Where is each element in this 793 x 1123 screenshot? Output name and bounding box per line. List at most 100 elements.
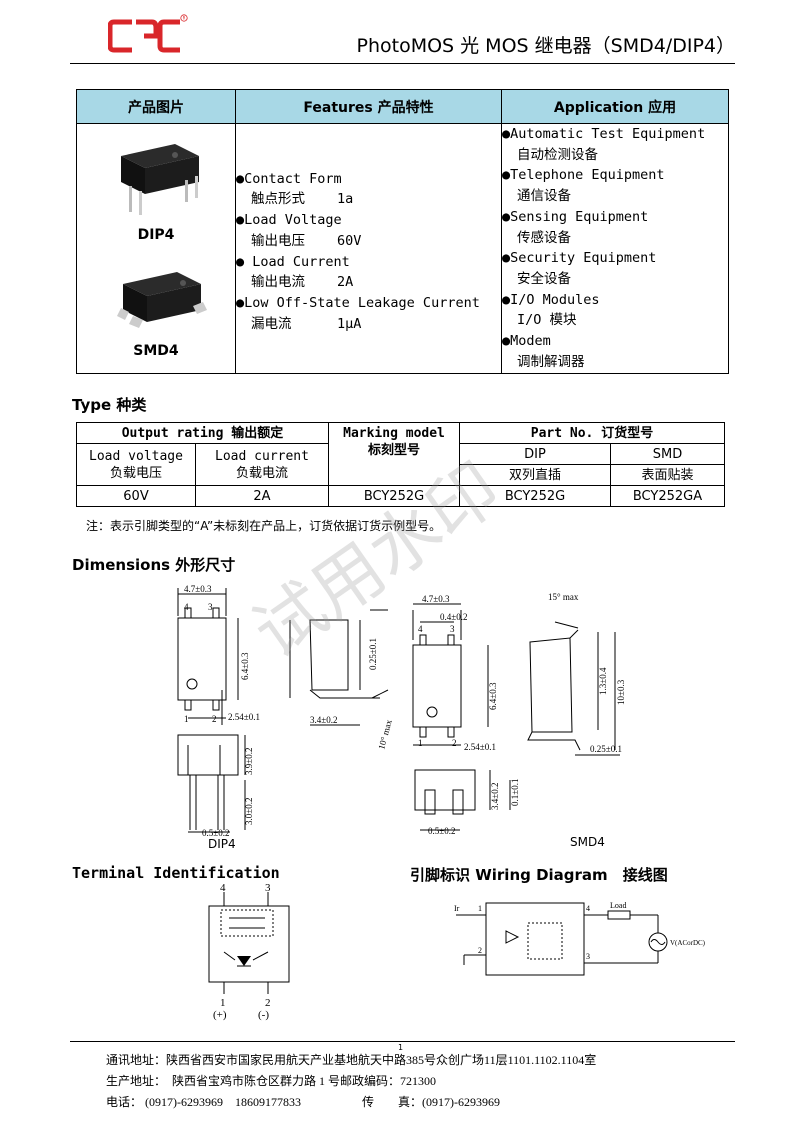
feature-title: ● Load Current	[236, 253, 350, 270]
application-cn: 调制解调器	[517, 353, 585, 370]
marking-model-cn: 标刻型号	[367, 443, 420, 458]
wiring-heading: 引脚标识 Wiring Diagram 接线图	[410, 866, 668, 884]
feature-value: 1a	[337, 191, 354, 208]
application-cn: 传感设备	[517, 229, 571, 246]
header-divider	[70, 63, 735, 64]
dip4-caption: DIP4	[137, 227, 175, 243]
feature-value: 1μA	[337, 315, 362, 332]
dim-smd-width: 4.7±0.3	[422, 594, 450, 604]
dim-dip-leadw: 0.5±0.2	[202, 828, 229, 838]
load-voltage-header: Load voltage 负载电压	[76, 443, 196, 486]
feature-title: ●Contact Form	[236, 170, 342, 187]
dip-cn-header: 双列直插	[459, 464, 611, 486]
application-cn: 安全设备	[517, 270, 571, 287]
terminal-pin3: 3	[265, 882, 271, 894]
footer-factory: 生产地址： 陕西省宝鸡市陈仓区群力路 1 号邮政编码：721300	[106, 1072, 436, 1089]
row-load-current: 2A	[195, 485, 329, 507]
dim-pin3: 3	[208, 602, 213, 612]
document-title: PhotoMOS 光 MOS 继电器（SMD4/DIP4）	[356, 35, 736, 57]
dim-smd-pin3: 3	[450, 624, 455, 634]
application-cell: ●Automatic Test Equipment 自动检测设备 ●Teleph…	[501, 123, 729, 374]
output-rating-header: Output rating 输出额定	[76, 422, 329, 444]
dim-smd-leadw: 0.5±0.2	[428, 826, 455, 836]
application-en: ●Sensing Equipment	[502, 208, 649, 225]
application-en: ●Security Equipment	[502, 250, 657, 267]
terminal-plus: (+)	[213, 1009, 227, 1021]
dim-pin2: 2	[212, 714, 217, 724]
application-cn: 自动检测设备	[517, 146, 598, 163]
svg-text:R: R	[183, 16, 186, 21]
dim-dip-height: 3.4±0.2	[310, 715, 337, 725]
feature-value: 60V	[337, 232, 362, 249]
smd4-caption: SMD4	[133, 343, 179, 359]
feature-title: ●Low Off-State Leakage Current	[236, 294, 480, 311]
dim-smd-pad: 0.4±0.2	[440, 612, 467, 622]
wiring-ir: Ir	[454, 904, 460, 913]
fax-label: 传 真：	[362, 1095, 423, 1109]
dim-smd-pin4: 4	[418, 624, 423, 634]
smd4-drawing-label: SMD4	[570, 835, 605, 849]
wiring-diagram: Ir 1 2 4 3 Load V(ACorDC)	[454, 901, 706, 976]
product-table: 产品图片 Features 产品特性 Application 应用 DIP4	[76, 89, 729, 374]
terminal-pin2: 2	[265, 997, 271, 1009]
feature-label: 触点形式	[251, 191, 305, 208]
part-no-header: Part No. 订货型号	[459, 422, 725, 444]
footer-address: 通讯地址：陕西省西安市国家民用航天产业基地航天中路385号众创广场11层1101…	[106, 1051, 596, 1068]
address-value: 陕西省西安市国家民用航天产业基地航天中路385号众创广场11层1101.1102…	[166, 1053, 597, 1067]
application-en: ●Modem	[502, 333, 551, 350]
company-logo: R	[108, 14, 188, 53]
dip-header: DIP	[459, 443, 611, 465]
wiring-pin3: 3	[586, 952, 590, 961]
wiring-pin1: 1	[478, 904, 482, 913]
application-cn: 通信设备	[517, 188, 571, 205]
factory-label: 生产地址：	[106, 1074, 167, 1088]
load-current-header: Load current 负载电流	[195, 443, 329, 486]
col-header-application: Application 应用	[501, 89, 729, 124]
fax-value: (0917)-6293969	[422, 1095, 501, 1109]
wiring-source: V(ACorDC)	[670, 939, 706, 947]
row-load-voltage: 60V	[76, 485, 196, 507]
load-voltage-en: Load voltage	[89, 448, 183, 464]
terminal-minus: (-)	[258, 1009, 269, 1021]
factory-value: 陕西省宝鸡市陈仓区群力路 1 号邮政编码：721300	[172, 1074, 437, 1088]
address-label: 通讯地址：	[106, 1053, 167, 1067]
dimensions-heading: Dimensions 外形尺寸	[72, 556, 236, 574]
footer-phone: 电话： (0917)-6293969 18609177833	[106, 1093, 301, 1110]
terminal-pin4: 4	[220, 882, 226, 894]
dim-pin1: 1	[184, 714, 189, 724]
dim-smd-standoff: 0.1±0.1	[510, 779, 520, 806]
application-cn: I/O 模块	[517, 312, 577, 329]
feature-label: 漏电流	[251, 315, 292, 332]
dimension-drawings: 4.7±0.3 4 3 1 2 2.54±0.1 3.4±0.2 6.4±0.3…	[177, 584, 626, 851]
feature-label: 输出电压	[251, 232, 305, 249]
load-current-cn: 负载电流	[235, 465, 288, 481]
row-smd-part: BCY252GA	[610, 485, 725, 507]
phone-value: (0917)-6293969 18609177833	[145, 1095, 302, 1109]
dip4-drawing-label: DIP4	[208, 837, 236, 851]
product-images-cell: DIP4 SMD4	[76, 123, 236, 374]
col-header-image: 产品图片	[76, 89, 236, 124]
dim-dip-pitch: 2.54±0.1	[228, 712, 260, 722]
dim-smd-pin1: 1	[418, 738, 423, 748]
application-en: ●I/O Modules	[502, 291, 600, 308]
wiring-pin4: 4	[586, 904, 590, 913]
dim-dip-length: 6.4±0.3	[240, 652, 250, 680]
dim-smd-body: 3.4±0.2	[490, 783, 500, 810]
dim-smd-length: 6.4±0.3	[488, 682, 498, 710]
wiring-load: Load	[610, 901, 626, 910]
type-note: 注：表示引脚类型的“A”未标刻在产品上，订货依据订货示例型号。	[86, 519, 442, 533]
row-marking-model: BCY252G	[328, 485, 460, 507]
dim-smd-angle: 15° max	[548, 592, 579, 602]
terminal-heading: Terminal Identification	[72, 864, 280, 882]
footer-fax: 传 真：(0917)-6293969	[362, 1093, 500, 1110]
dim-dip-body: 3.9±0.2	[244, 748, 254, 775]
row-dip-part: BCY252G	[459, 485, 611, 507]
terminal-pin1: 1	[220, 997, 226, 1009]
marking-model-header: Marking model 标刻型号	[328, 422, 460, 486]
dim-pin4: 4	[184, 602, 189, 612]
smd-header: SMD	[610, 443, 725, 465]
dim-dip-width: 4.7±0.3	[184, 584, 212, 594]
dim-smd-height: 1.3±0.4	[598, 667, 608, 695]
dim-dip-leadlen: 3.0±0.2	[244, 798, 254, 825]
load-current-en: Load current	[215, 448, 309, 464]
